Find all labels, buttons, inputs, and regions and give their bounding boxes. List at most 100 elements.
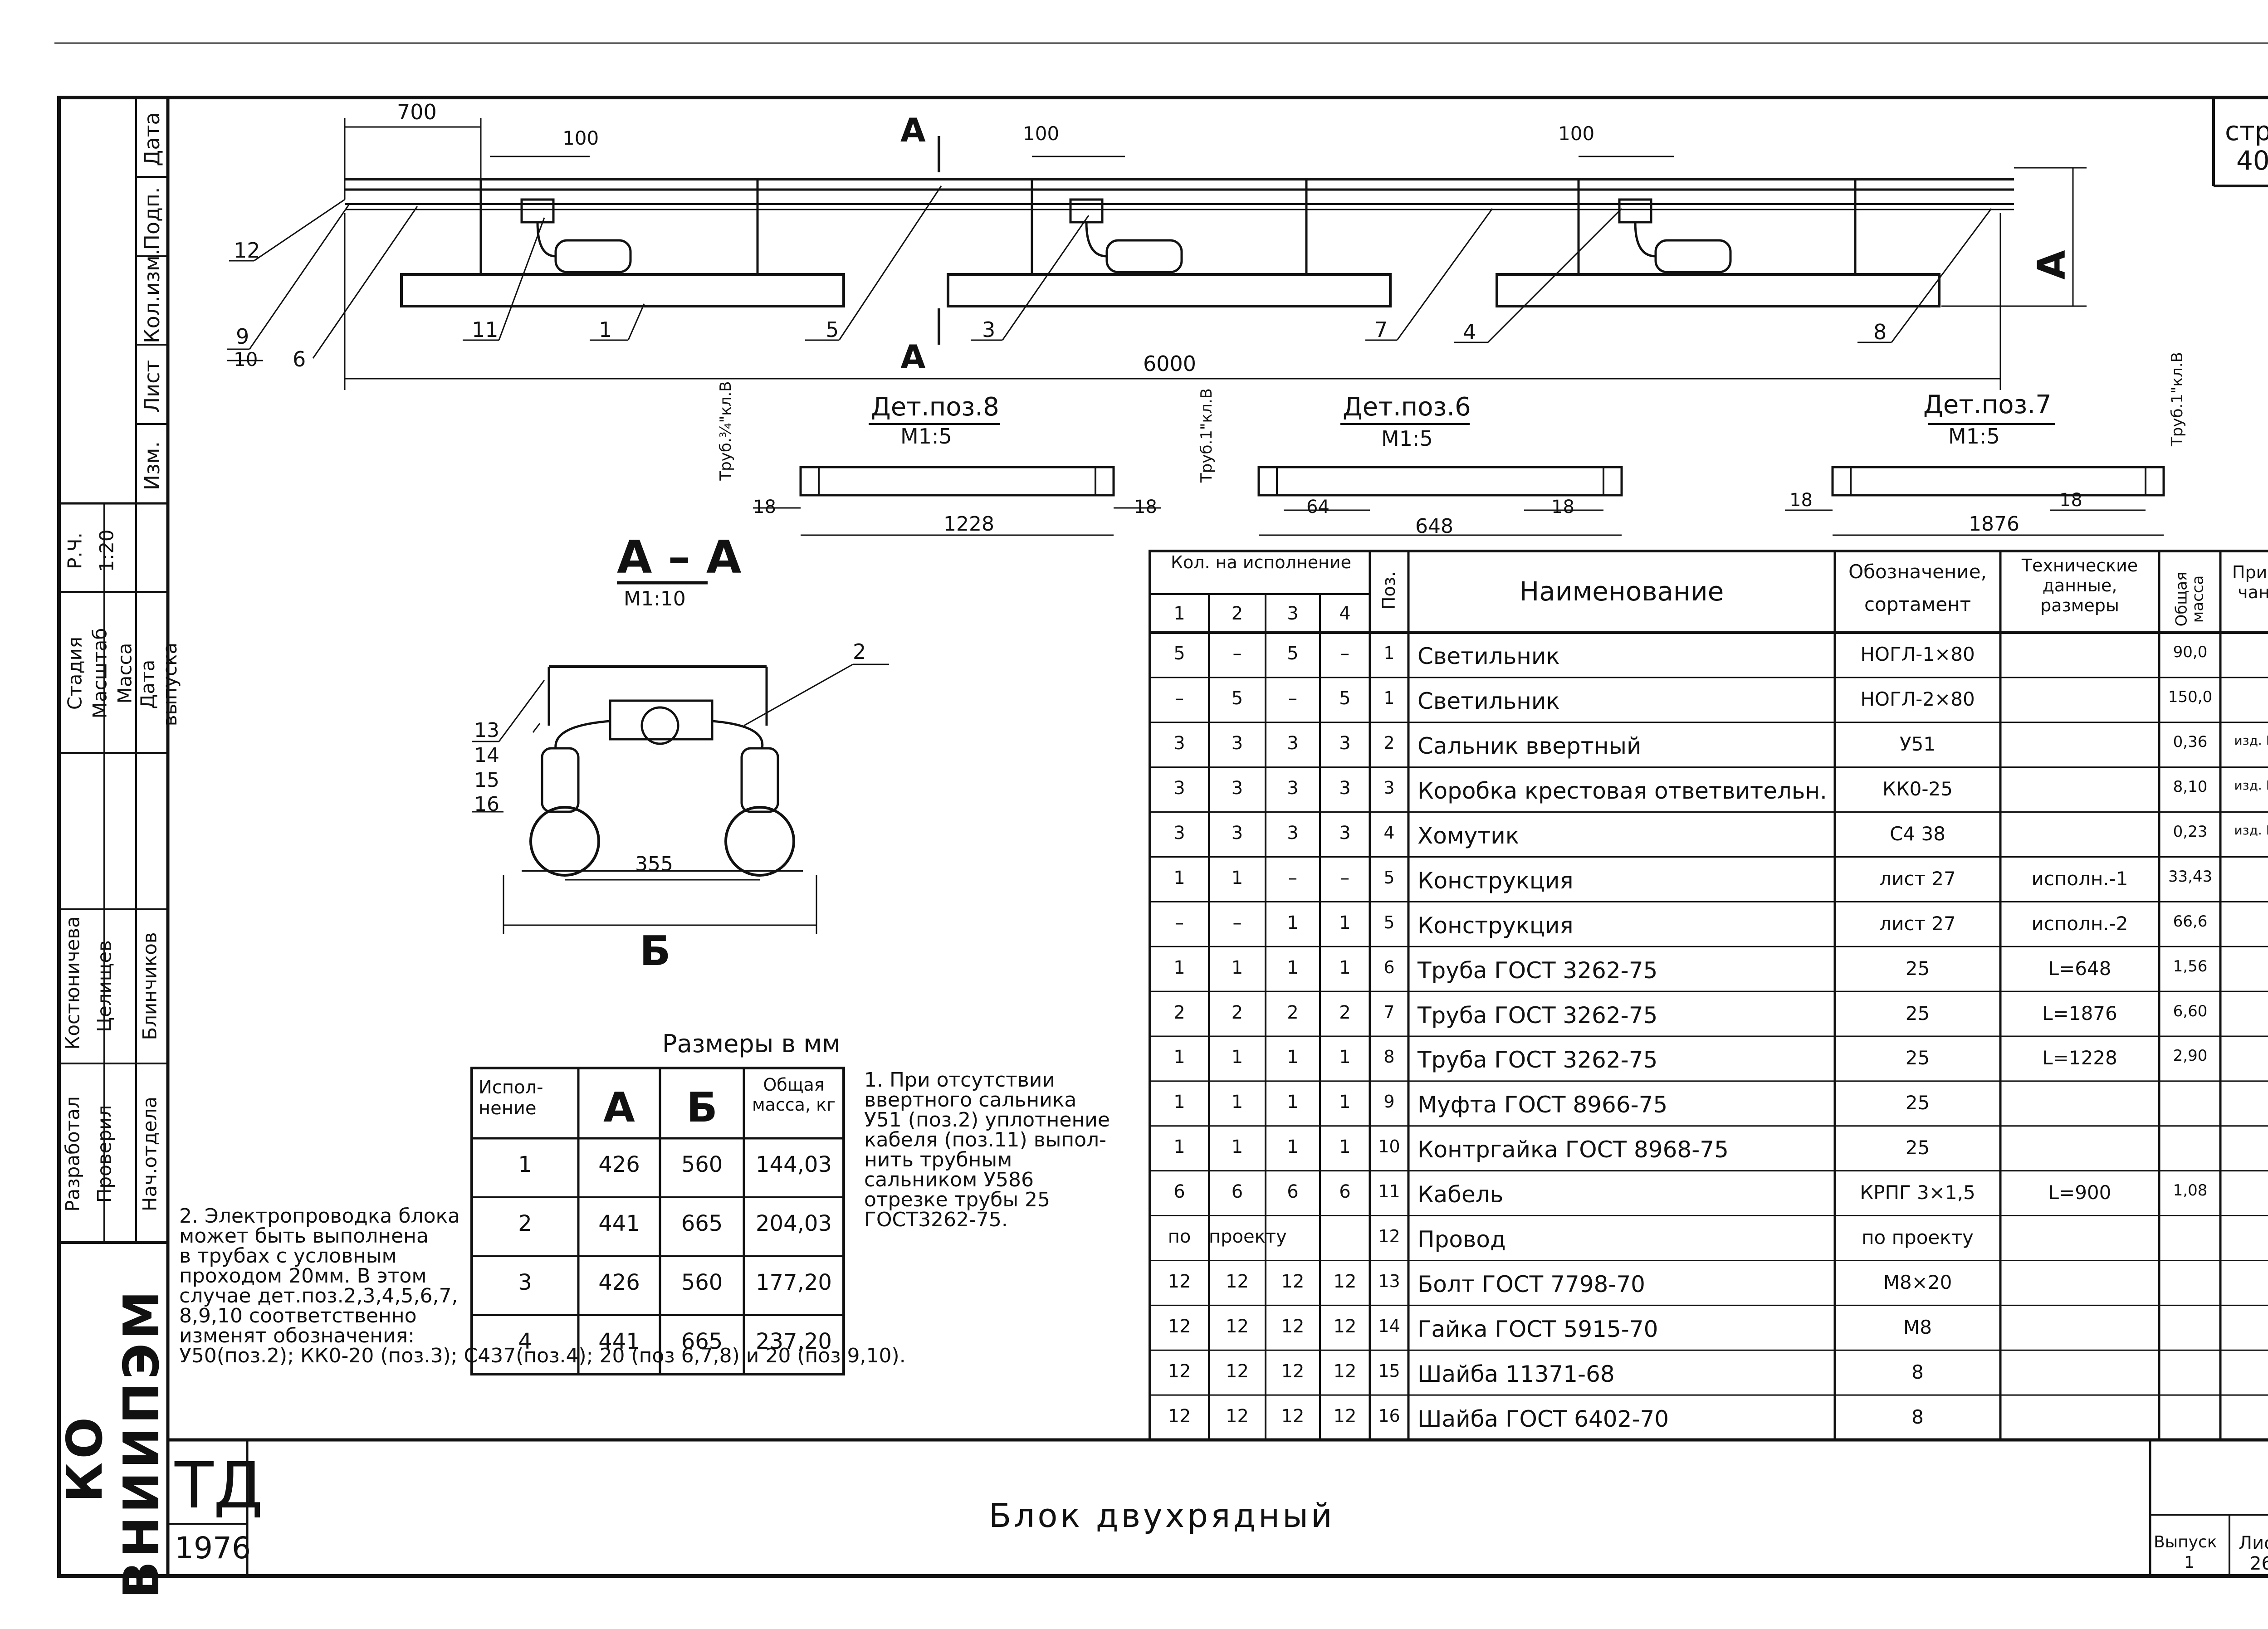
spec-cell: М8 [1903,1316,1932,1338]
sizes-cell: 441 [598,1211,640,1236]
leader-11: 11 [472,317,499,342]
spec-cell: 12 [1168,1361,1191,1382]
spec-cell: 3 [1173,778,1185,799]
spec-cell: 33,43 [2168,867,2213,886]
detail-7-title: Дет.поз.7 [1923,390,2052,419]
spec-cell: 25 [1905,1136,1930,1159]
section-label-2: 2 [853,639,866,664]
stage-label: Стадия [64,636,86,710]
spec-cell: 1 [1339,957,1351,978]
spec-cell: 3 [1339,778,1351,799]
spec-cell: 6 [1287,1181,1299,1203]
spec-cell: 3 [1287,733,1299,754]
detail-7-dim-right: 18 [2059,490,2082,511]
sizes-cell: 665 [681,1211,723,1236]
spec-cell: 1 [1339,1092,1351,1113]
spec-cell: НОГЛ-1×80 [1860,643,1975,666]
spec-cell: 1,08 [2173,1181,2208,1200]
spec-cell: 1 [1339,1047,1351,1068]
spec-cell: 2,90 [2173,1047,2208,1065]
spec-cell: 0,36 [2173,733,2208,751]
spec-cell: 6 [1383,957,1395,977]
page-stamp-label: стр. [2225,116,2268,146]
sizes-cell: 560 [681,1270,723,1295]
sizes-cell: 1 [518,1152,532,1177]
spec-cell: 150,0 [2168,688,2213,707]
spec-cell: 12 [1226,1271,1249,1292]
spec-cell: 6 [1339,1181,1351,1203]
sizes-cell: 2 [518,1211,532,1236]
note-line: может быть выполнена [179,1224,429,1248]
detail-pipes [753,423,2165,536]
spec-table-grid [1149,550,2268,1441]
scale-label: Масштаб [88,628,111,719]
note-line: ГОСТ3262-75. [864,1208,1008,1231]
spec-cell: 12 [1226,1316,1249,1337]
note-line: У50(поз.2); КК0-20 (поз.3); С437(поз.4);… [179,1344,906,1367]
spec-cell: 1 [1231,1047,1243,1068]
spec-cell: 1 [1287,912,1299,933]
spec-mass-header: Общая масса [2172,571,2207,627]
note-line: У51 (поз.2) уплотнение [864,1108,1110,1132]
note-line: проходом 20мм. В этом [179,1264,427,1288]
detail-6-pipe: Труб.1"кл.В [1198,388,1216,483]
spec-cell: 25 [1905,1002,1930,1024]
spec-cell: 5 [1231,688,1243,709]
spec-cell: КРПГ 3×1,5 [1860,1181,1975,1204]
spec-cell: 3 [1231,733,1243,754]
leader-9: 9 [236,324,249,349]
spec-cell: Контргайка ГОСТ 8968-75 [1418,1136,1729,1163]
spec-cell: 12 [1281,1361,1305,1382]
issue-label: Выпуск [2154,1533,2217,1551]
sizes-header-variant: Испол-нение [479,1077,543,1119]
detail-6-title: Дет.поз.6 [1343,392,1471,422]
spec-cell: 12 [1168,1405,1191,1427]
dim-100-a: 100 [562,127,599,149]
detail-7-scale: М1:5 [1948,424,2000,449]
spec-cell: 3 [1383,778,1395,798]
sizes-cell: 426 [598,1152,640,1177]
spec-cell: 13 [1378,1271,1400,1291]
role-developer: Разработал [61,1096,84,1212]
spec-cell: Конструкция [1418,867,1574,894]
detail-6-dim-inner: 64 [1306,497,1330,517]
spec-cell: 5 [1173,643,1185,664]
spec-cell: 7 [1383,1002,1395,1022]
section-label-16: 16 [474,793,499,816]
spec-cell: 5 [1383,867,1395,888]
dim-6000: 6000 [1143,351,1197,376]
spec-cell: 8,10 [2173,778,2208,796]
spec-cell: изд. ПЭМ [2234,778,2268,793]
spec-cell: L=900 [2048,1181,2112,1204]
spec-cell: КК0-25 [1882,778,1953,800]
td-mark: ТД [175,1449,263,1523]
section-label-14: 14 [474,744,499,767]
spec-cell: Труба ГОСТ 3262-75 [1418,957,1658,984]
sizes-cell: 441 [598,1329,640,1354]
spec-qty-title: Кол. на исполнение [1171,552,1351,572]
spec-cell: 25 [1905,957,1930,980]
detail-8-dim-left: 18 [753,497,776,517]
name-head: Блинчиков [138,932,161,1040]
spec-cell: 12 [1168,1271,1191,1292]
spec-cell: 1 [1173,867,1185,888]
spec-cell: 1 [1287,1047,1299,1068]
spec-cell: 4 [1383,823,1395,843]
spec-cell: Конструкция [1418,912,1574,939]
spec-cell: 25 [1905,1092,1930,1114]
spec-cell: 5 [1339,688,1351,709]
spec-cell: L=1876 [2042,1002,2117,1024]
sizes-cell: 144,03 [756,1152,832,1177]
spec-cell: 1 [1287,1136,1299,1158]
spec-cell: Труба ГОСТ 3262-75 [1418,1047,1658,1073]
spec-cell: Шайба ГОСТ 6402-70 [1418,1405,1669,1432]
spec-cell: 1 [1287,1092,1299,1113]
spec-cell: 25 [1905,1047,1930,1069]
spec-cell: 8 [1911,1361,1924,1383]
note-line: в трубах с условным [179,1244,397,1268]
rev-header-change: Изм. [140,441,164,491]
dim-100-b: 100 [1023,122,1060,145]
section-label-15: 15 [474,769,499,792]
